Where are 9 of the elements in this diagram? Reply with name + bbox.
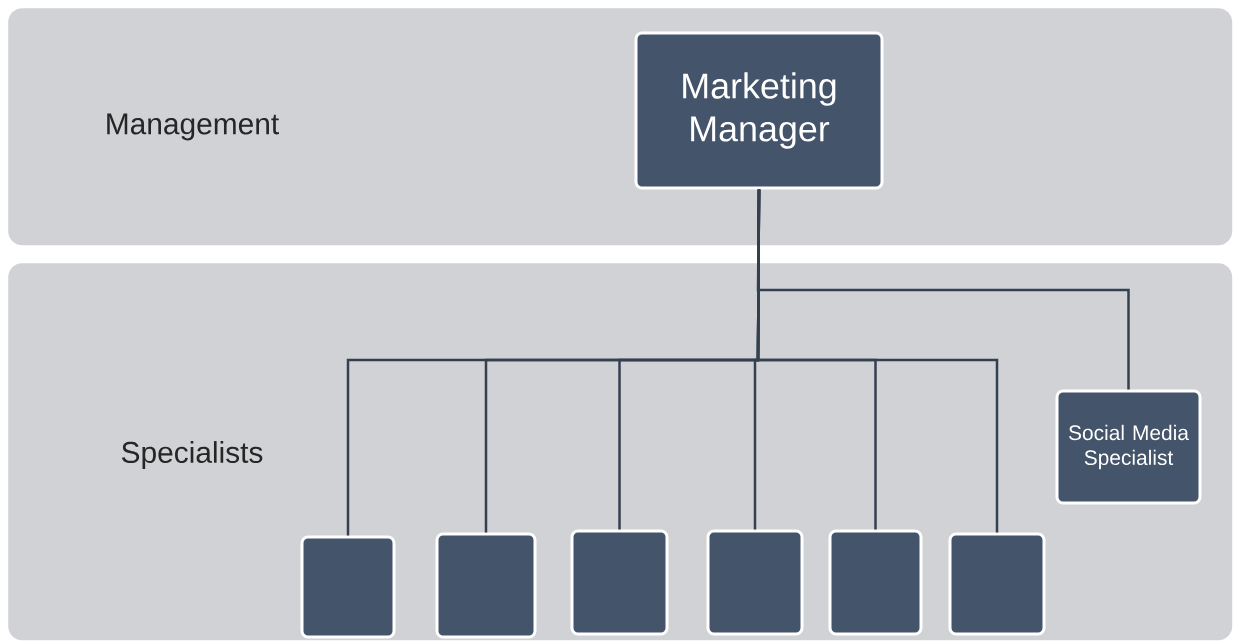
- empty-box: [828, 529, 923, 636]
- empty-box: [300, 535, 396, 639]
- role-box: Social Media Specialist: [1055, 389, 1202, 505]
- empty-box: [570, 529, 669, 636]
- empty-box: [435, 532, 537, 639]
- empty-box: [948, 532, 1046, 636]
- connector: [756, 189, 999, 533]
- role-box: Marketing Manager: [634, 31, 884, 190]
- empty-box: [706, 529, 804, 636]
